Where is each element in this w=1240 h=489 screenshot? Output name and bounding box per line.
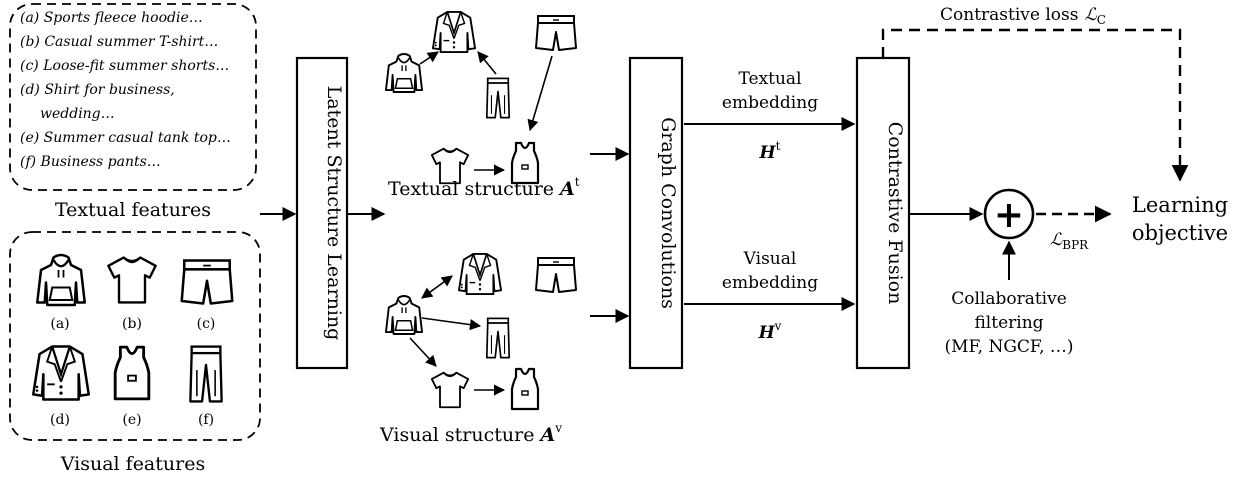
pants-icon	[485, 77, 511, 119]
learning-objective-label-2: objective	[1132, 221, 1228, 245]
text-item: wedding…	[40, 106, 115, 122]
cf-label-3: (MF, NGCF, …)	[944, 337, 1073, 357]
text-item: (a) Sports fleece hoodie…	[20, 10, 203, 26]
tshirt-icon	[107, 256, 157, 304]
latent-structure-learning-block	[295, 56, 349, 370]
cf-label-2: filtering	[974, 313, 1043, 333]
shorts-icon	[535, 257, 577, 293]
textual-panel-border	[9, 3, 257, 191]
textual-structure-graph	[385, 10, 577, 185]
shorts-icon	[535, 15, 577, 51]
visual-embedding-label-2: embedding	[722, 273, 818, 293]
contrastive-loss-path	[881, 28, 1189, 182]
visual-label: (f)	[198, 412, 214, 428]
blazer-icon	[458, 252, 502, 296]
pants-icon	[485, 317, 511, 359]
visual-embedding-label-1: Visual	[743, 249, 797, 269]
tank-top-icon	[510, 367, 540, 411]
latent-structure-learning-label: Latent Structure Learning	[323, 86, 345, 341]
text-item: (c) Loose-fit summer shorts…	[20, 58, 229, 74]
visual-label: (c)	[197, 316, 216, 332]
visual-panel-border	[9, 231, 261, 441]
shorts-icon	[180, 259, 234, 305]
visual-label: (a)	[50, 316, 69, 332]
tank-top-icon	[113, 345, 151, 401]
sum-operator	[983, 188, 1035, 240]
tshirt-icon	[430, 371, 470, 409]
textual-embedding-symbol: Ht	[759, 139, 781, 163]
text-item: (b) Casual summer T-shirt…	[20, 34, 218, 50]
learning-objective-label-1: Learning	[1132, 193, 1228, 217]
hoodie-icon	[36, 253, 86, 307]
visual-label: (d)	[50, 412, 70, 428]
graph-convolutions-block	[628, 56, 684, 370]
textual-features-panel: (a) Sports fleece hoodie… (b) Casual sum…	[9, 3, 257, 191]
textual-features-caption: Textual features	[55, 199, 211, 221]
visual-structure-graph	[385, 252, 577, 411]
visual-features-panel: (a) (b) (c) (d) (e) (f)	[9, 231, 261, 441]
graph-convolutions-label: Graph Convolutions	[657, 117, 679, 309]
blazer-icon	[32, 345, 90, 401]
textual-embedding-label-2: embedding	[722, 93, 818, 113]
tank-top-icon	[510, 141, 540, 185]
contrastive-fusion-label: Contrastive Fusion	[884, 122, 906, 305]
bpr-loss-label: ℒBPR	[1050, 230, 1089, 252]
text-item: (f) Business pants…	[20, 154, 161, 170]
hoodie-icon	[385, 53, 423, 93]
visual-embedding-symbol: Hv	[758, 319, 782, 343]
visual-label: (e)	[122, 412, 141, 428]
text-item: (e) Summer casual tank top…	[20, 130, 231, 146]
cf-label-1: Collaborative	[951, 289, 1067, 309]
hoodie-icon	[385, 295, 423, 335]
textual-embedding-label-1: Textual	[738, 69, 801, 89]
blazer-icon	[432, 10, 476, 54]
pants-icon	[189, 345, 223, 403]
visual-features-caption: Visual features	[60, 453, 205, 475]
text-item: (d) Shirt for business,	[20, 82, 175, 98]
plus-symbol: +	[994, 194, 1024, 236]
visual-label: (b)	[122, 316, 142, 332]
